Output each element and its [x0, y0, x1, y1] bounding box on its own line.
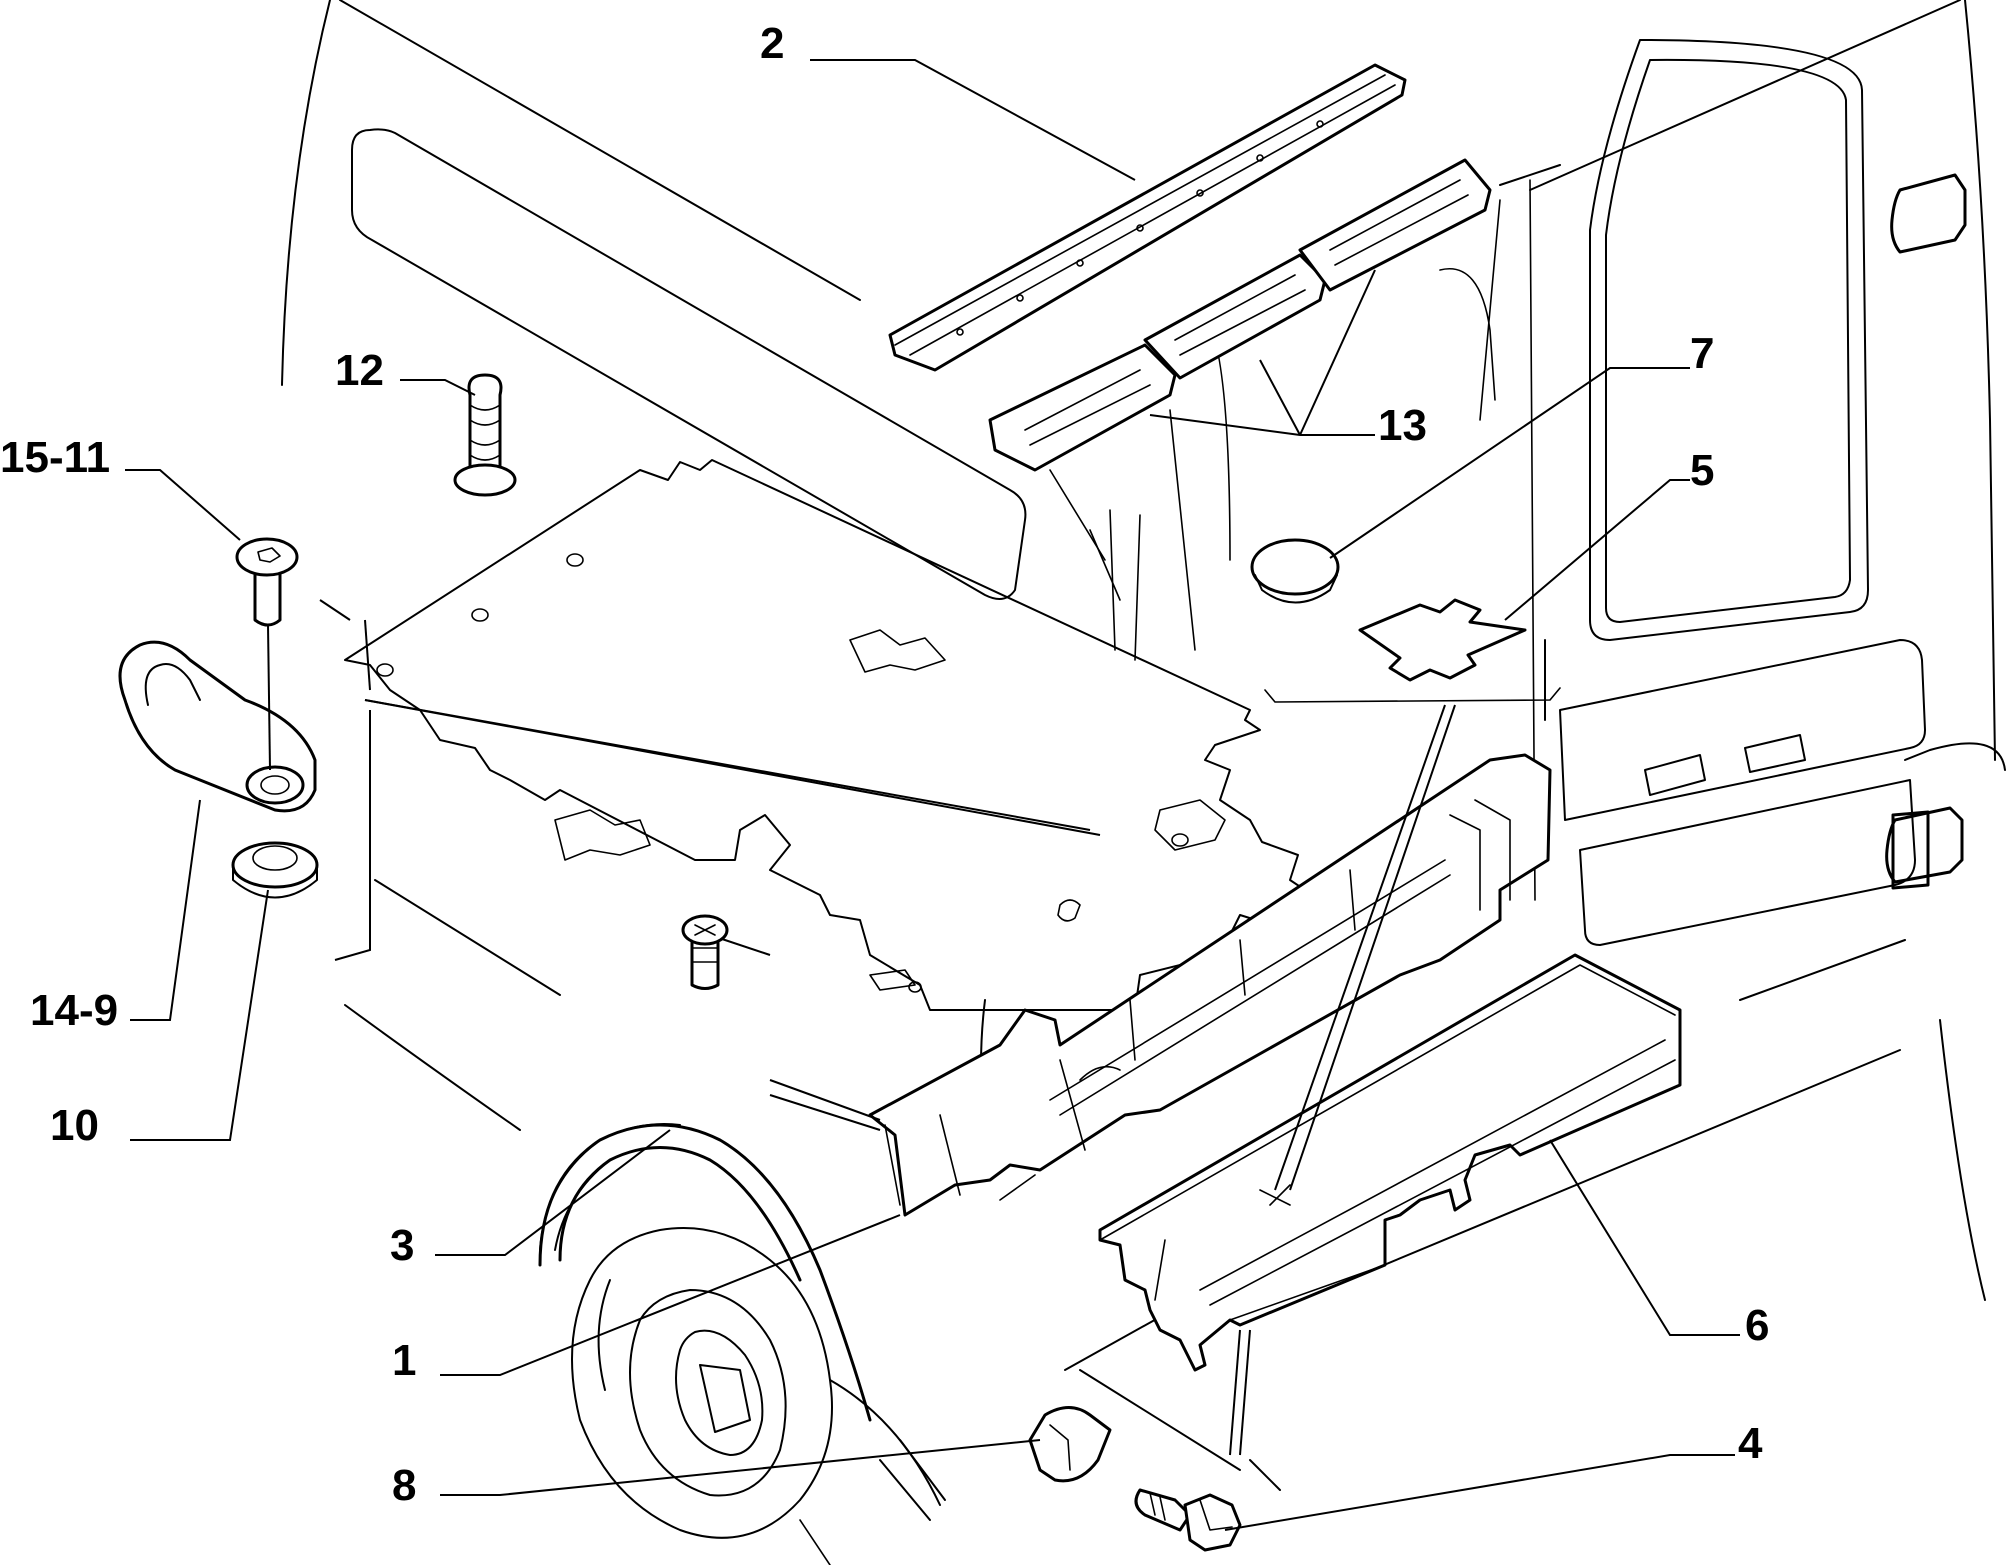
part-12-push-fastener — [453, 373, 517, 497]
callout-10: 10 — [50, 1101, 99, 1150]
callout-7: 7 — [1690, 329, 1714, 378]
part-5-cover-plate — [1358, 598, 1527, 682]
reference-bracket — [1264, 687, 1561, 703]
callout-3: 3 — [390, 1221, 414, 1270]
part-screw-sill — [681, 914, 729, 990]
part-10-washer — [231, 841, 319, 899]
callout-13: 13 — [1378, 401, 1427, 450]
callout-5: 5 — [1690, 446, 1714, 495]
part-14-9-lashing-ring — [118, 640, 317, 813]
part-3-wheel-arch-liner — [539, 1123, 681, 1251]
part-7-plug — [1250, 538, 1340, 604]
callout-labels: 2 7 13 5 12 15-11 14-9 10 3 1 6 8 4 — [0, 19, 1769, 1510]
callout-8: 8 — [392, 1461, 416, 1510]
vehicle-body-outline — [281, 0, 2006, 1565]
callout-6: 6 — [1745, 1301, 1769, 1350]
part-1-side-sill — [868, 753, 1552, 1217]
part-6-step-cover — [1098, 953, 1682, 1372]
load-floor-panel — [344, 459, 1321, 1011]
part-15-11-screw — [235, 537, 299, 627]
callout-4: 4 — [1738, 1419, 1763, 1468]
part-2-roof-rail — [888, 63, 1407, 372]
leader-lines — [125, 59, 1740, 1531]
part-4-bolt — [1134, 1488, 1242, 1552]
callout-15-11: 15-11 — [0, 433, 110, 482]
callout-12: 12 — [335, 346, 384, 395]
part-13-trim-panels — [988, 158, 1492, 472]
callout-1: 1 — [392, 1336, 416, 1385]
part-8-clip — [1028, 1406, 1112, 1483]
callout-2: 2 — [760, 19, 784, 68]
callout-14-9: 14-9 — [30, 986, 118, 1035]
